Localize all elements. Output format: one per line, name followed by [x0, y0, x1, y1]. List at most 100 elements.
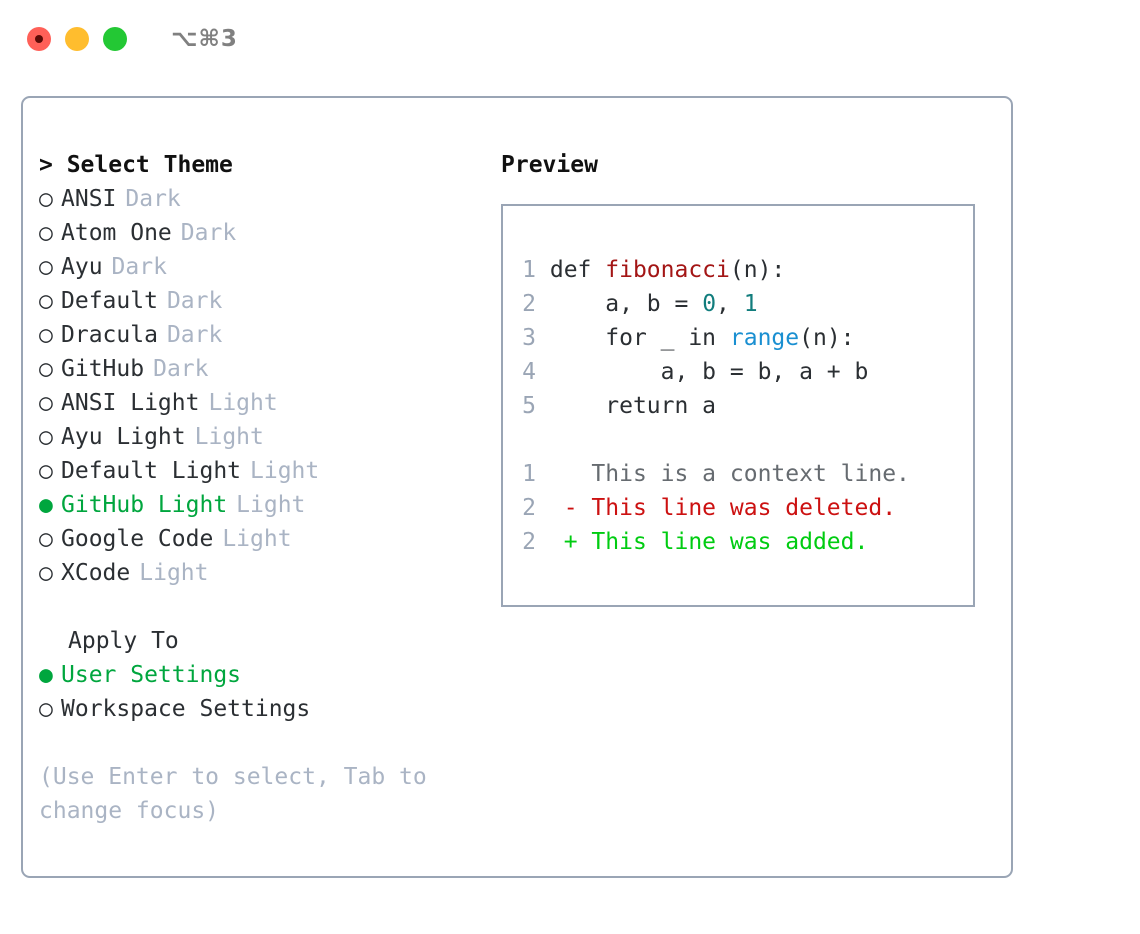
keyboard-hint: (Use Enter to select, Tab to change focu… [39, 764, 441, 824]
diff-line: 1 This is a context line. [521, 457, 973, 491]
theme-variant-badge: Light [208, 390, 278, 416]
theme-list-item[interactable]: ○ ANSI Light Light [39, 386, 489, 420]
radio-selected-icon: ● [39, 492, 53, 518]
line-number: 2 [522, 291, 536, 317]
theme-name: ANSI [61, 186, 117, 212]
theme-name: Ayu [61, 254, 103, 280]
minimize-button[interactable] [65, 27, 89, 51]
apply-to-list: ● User Settings ○ Workspace Settings [39, 658, 489, 726]
apply-to-item[interactable]: ● User Settings [39, 658, 489, 692]
code-token: 0 [702, 291, 717, 317]
code-token: (n): [729, 257, 786, 283]
recording-indicator-icon [35, 35, 43, 43]
code-token: def [549, 257, 606, 283]
theme-variant-badge: Dark [166, 322, 223, 348]
theme-list-item[interactable]: ○ Ayu Light Light [39, 420, 489, 454]
code-line: 4 a, b = b, a + b [521, 355, 973, 389]
theme-variant-badge: Dark [166, 288, 223, 314]
theme-name: Google Code [61, 526, 214, 552]
apply-to-label: User Settings [61, 662, 242, 688]
theme-variant-badge: Dark [125, 186, 181, 212]
radio-unselected-icon: ○ [39, 186, 53, 212]
diff-text: This line was added. [577, 529, 869, 555]
close-button[interactable] [27, 27, 51, 51]
select-theme-header: > Select Theme [39, 152, 233, 178]
theme-variant-badge: Dark [111, 254, 167, 280]
code-line: 2 a, b = 0, 1 [521, 287, 973, 321]
preview-header: Preview [501, 152, 598, 178]
code-token: for _ in [549, 325, 730, 351]
radio-unselected-icon: ○ [39, 390, 53, 416]
code-token: fibonacci [605, 257, 730, 283]
traffic-light-group [27, 27, 127, 51]
radio-unselected-icon: ○ [39, 254, 53, 280]
code-token: range [729, 325, 800, 351]
diff-text: This line was deleted. [577, 495, 897, 521]
line-number: 1 [522, 461, 536, 487]
radio-unselected-icon: ○ [39, 424, 53, 450]
line-number: 2 [522, 529, 536, 555]
preview-column: Preview 1 def fibonacci(n):2 a, b = 0, 1… [501, 148, 1001, 607]
radio-unselected-icon: ○ [39, 322, 53, 348]
apply-to-header: Apply To [68, 628, 179, 654]
theme-name: Dracula [61, 322, 158, 348]
list-spacer [39, 590, 489, 624]
diff-sign: - [563, 495, 578, 521]
code-line: 1 def fibonacci(n): [521, 253, 973, 287]
theme-list-item[interactable]: ○ Google Code Light [39, 522, 489, 556]
theme-name: ANSI Light [61, 390, 200, 416]
apply-to-label: Workspace Settings [61, 696, 311, 722]
code-token: (n): [799, 325, 855, 351]
diff-line: 2 - This line was deleted. [521, 491, 973, 525]
theme-variant-badge: Light [250, 458, 320, 484]
theme-name: GitHub [61, 356, 145, 382]
radio-unselected-icon: ○ [39, 696, 53, 722]
radio-unselected-icon: ○ [39, 526, 53, 552]
theme-list-item[interactable]: ○ Dracula Dark [39, 318, 489, 352]
diff-text: This is a context line. [577, 461, 910, 487]
code-line: 3 for _ in range(n): [521, 321, 973, 355]
theme-list-item[interactable]: ○ ANSI Dark [39, 182, 489, 216]
radio-unselected-icon: ○ [39, 220, 53, 246]
code-token: return a [549, 393, 717, 419]
line-number: 2 [522, 495, 536, 521]
theme-name: Default Light [61, 458, 242, 484]
diff-line: 2 + This line was added. [521, 525, 973, 559]
line-number: 5 [522, 393, 536, 419]
theme-variant-badge: Light [222, 526, 292, 552]
window-title: ⌥⌘3 [171, 26, 238, 52]
maximize-button[interactable] [103, 27, 127, 51]
theme-name: Ayu Light [61, 424, 186, 450]
theme-variant-badge: Light [194, 424, 264, 450]
line-number: 1 [522, 257, 536, 283]
code-token: a, b = [549, 291, 703, 317]
apply-to-item[interactable]: ○ Workspace Settings [39, 692, 489, 726]
title-bar: ⌥⌘3 [0, 0, 1140, 78]
diff-sample: 1 This is a context line.2 - This line w… [521, 457, 973, 559]
theme-list-item[interactable]: ○ Ayu Dark [39, 250, 489, 284]
radio-unselected-icon: ○ [39, 356, 53, 382]
line-number: 4 [522, 359, 536, 385]
theme-name: XCode [61, 560, 131, 586]
radio-unselected-icon: ○ [39, 288, 53, 314]
radio-selected-icon: ● [39, 662, 53, 688]
theme-list-item[interactable]: ○ GitHub Dark [39, 352, 489, 386]
theme-list-item[interactable]: ○ Atom One Dark [39, 216, 489, 250]
theme-name: GitHub Light [61, 492, 228, 518]
diff-sign [564, 461, 578, 487]
theme-variant-badge: Light [236, 492, 306, 518]
theme-variant-badge: Dark [180, 220, 237, 246]
theme-list-item[interactable]: ● GitHub Light Light [39, 488, 489, 522]
theme-variant-badge: Dark [153, 356, 209, 382]
radio-unselected-icon: ○ [39, 560, 53, 586]
theme-name: Atom One [61, 220, 172, 246]
code-token: , [716, 291, 744, 317]
